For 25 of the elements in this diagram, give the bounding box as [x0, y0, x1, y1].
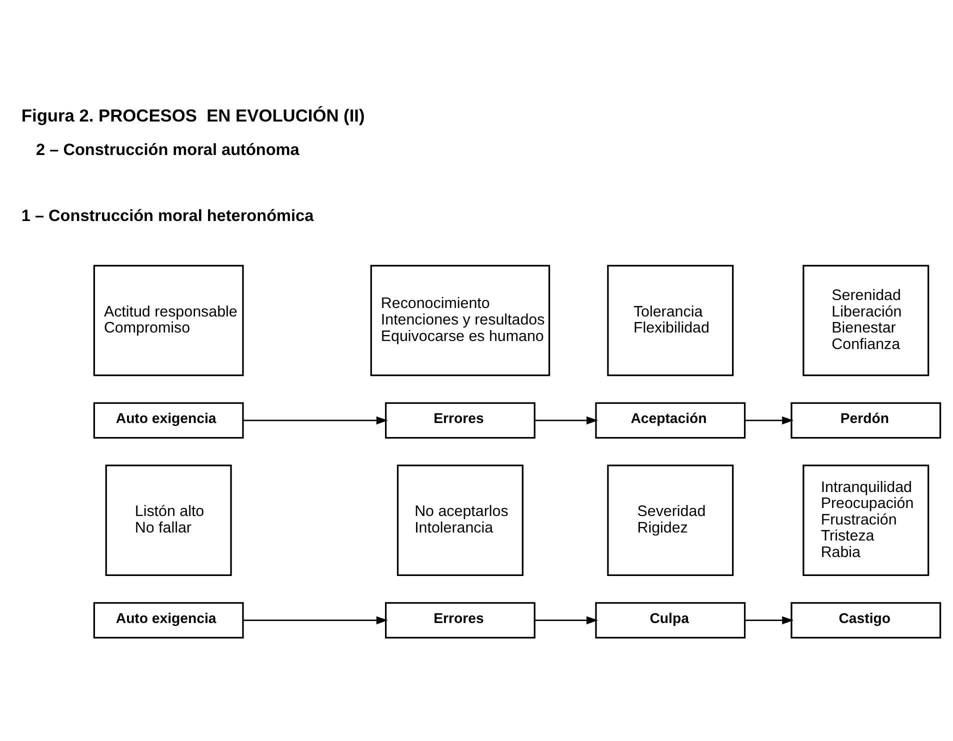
- arrow: [534, 416, 598, 424]
- arrow: [534, 616, 598, 624]
- node-box: Errores: [385, 402, 536, 438]
- node-box: Culpa: [595, 602, 746, 638]
- node-box: Serenidad Liberación Bienestar Confianza: [802, 264, 930, 376]
- arrow: [744, 416, 794, 424]
- node-box: Auto exigencia: [93, 602, 244, 638]
- node-box: Intranquilidad Preocupación Frustración Tristeza Rabia: [802, 464, 930, 576]
- label: 2 – Construcción moral autónoma: [36, 140, 300, 158]
- node-box: Actitud responsable Compromiso: [93, 264, 244, 376]
- node-box: Errores: [385, 602, 536, 638]
- arrow: [243, 616, 388, 624]
- node-box: Tolerancia Flexibilidad: [607, 264, 734, 376]
- node-box: Severidad Rigidez: [607, 464, 734, 576]
- node-box: Aceptación: [595, 402, 746, 438]
- node-box: No aceptarlos Intolerancia: [396, 464, 524, 576]
- node-box: Perdón: [790, 402, 942, 438]
- node-box: Reconocimiento Intenciones y resultados Equivocarse es humano: [370, 264, 550, 376]
- arrow: [744, 616, 794, 624]
- node-box: Listón alto No fallar: [105, 464, 232, 576]
- node-box: Castigo: [790, 602, 942, 638]
- arrow: [243, 416, 388, 424]
- label: 1 – Construcción moral heteronómica: [21, 206, 314, 225]
- diagram-title: Figura 2. PROCESOS EN EVOLUCIÓN (II): [21, 105, 365, 126]
- node-box: Auto exigencia: [93, 402, 244, 438]
